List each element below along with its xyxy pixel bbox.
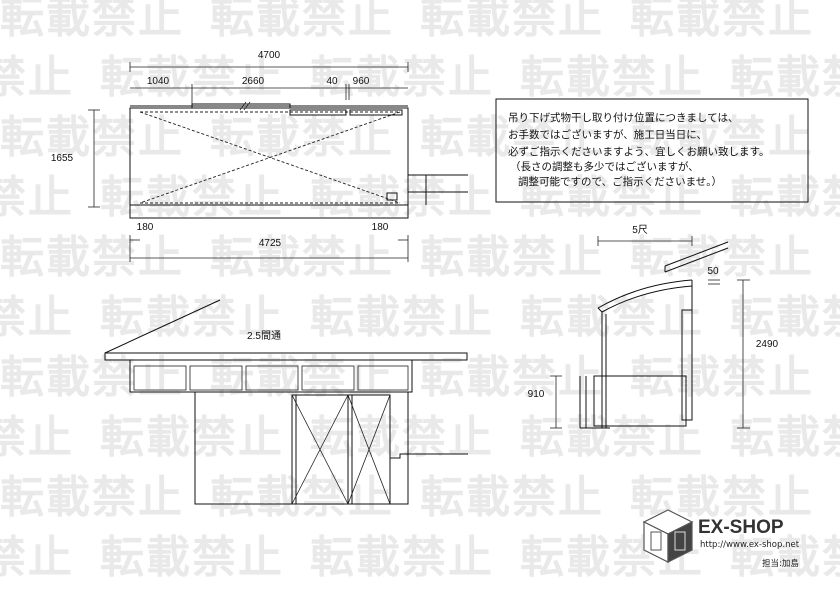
ex-shop-logo-icon <box>642 509 694 563</box>
watermark-text: 転載禁止 <box>210 0 394 43</box>
note-line-1: 吊り下げ式物干し取り付け位置につきましては、 <box>508 111 738 124</box>
sill-label: 910 <box>528 389 545 400</box>
note-line-5: 調整可能ですので、ご指示くださいませ。） <box>518 175 722 188</box>
watermark-text: 転載禁止 <box>0 532 74 583</box>
side-top-label: 5尺 <box>632 224 648 236</box>
watermark-text: 転載禁止 <box>730 532 840 583</box>
left-offset-label: 180 <box>137 222 154 233</box>
post-marker <box>386 192 398 201</box>
watermark-text: 転載禁止 <box>730 52 840 103</box>
watermark-text: 転載禁止 <box>0 52 74 103</box>
watermark-text: 転載禁止 <box>520 52 704 103</box>
watermark-text: 転載禁止 <box>310 292 494 343</box>
watermark-text: 転載禁止 <box>630 352 814 403</box>
overall-width-label: 4700 <box>258 50 281 61</box>
watermark-text: 転載禁止 <box>0 412 74 463</box>
side-view: 5尺 50 2490 910 <box>528 224 779 429</box>
note-line-4: （長さの調整も多少ではございますが、 <box>510 160 699 173</box>
watermark-text: 転載禁止 <box>0 172 74 223</box>
watermark-text: 転載禁止 <box>0 0 184 43</box>
watermark-text: 転載禁止 <box>630 232 814 283</box>
watermark-text: 転載禁止 <box>210 232 394 283</box>
depth-label: 1655 <box>51 153 74 164</box>
watermark-text: 転載禁止 <box>310 172 494 223</box>
watermark-text: 転載禁止 <box>420 232 604 283</box>
watermark-text: 転載禁止 <box>0 292 74 343</box>
watermark-text: 転載禁止 <box>0 472 184 523</box>
watermark-text: 転載禁止 <box>420 472 604 523</box>
front-view: 2.5間通 <box>104 299 468 505</box>
logo-text: EX-SHOP <box>698 517 784 538</box>
watermark-text: 転載禁止 <box>730 292 840 343</box>
watermark-text: 転載禁止 <box>0 232 184 283</box>
segment-2-label: 2660 <box>242 76 265 87</box>
watermark-text: 転載禁止 <box>310 412 494 463</box>
watermark-text: 転載禁止 <box>210 472 394 523</box>
note-line-2: お手数ではございますが、施工日当日に、 <box>508 128 707 141</box>
staff-label: 担当:加島 <box>762 558 799 569</box>
watermark-text: 転載禁止 <box>0 112 184 163</box>
watermark-text: 転載禁止 <box>730 412 840 463</box>
plan-view: 4700 1040 2660 40 960 1655 <box>51 50 468 262</box>
watermark-text: 転載禁止 <box>730 172 840 223</box>
watermark-text: 転載禁止 <box>420 112 604 163</box>
dryer-rail-3 <box>349 109 403 116</box>
watermark-text: 転載禁止 <box>420 0 604 43</box>
watermark-text: 転載禁止 <box>100 532 284 583</box>
branding: EX-SHOP http://www.ex-shop.net 担当:加島 <box>642 509 800 569</box>
segment-1-label: 1040 <box>147 76 170 87</box>
watermark-text: 転載禁止 <box>210 112 394 163</box>
segment-4-label: 960 <box>353 76 370 87</box>
offset-label: 50 <box>707 266 719 277</box>
watermark-text: 転載禁止 <box>100 172 284 223</box>
note-box: 吊り下げ式物干し取り付け位置につきましては、 お手数ではございますが、施工日当日… <box>495 98 809 203</box>
watermark-text: 転載禁止 <box>100 412 284 463</box>
dryer-rail-2 <box>289 109 347 116</box>
watermark-text: 転載禁止 <box>630 112 814 163</box>
watermark-text: 転載禁止 <box>100 52 284 103</box>
watermark-text: 転載禁止 <box>520 412 704 463</box>
note-line-3: 必ずご指示くださいますよう、宜しくお願い致します。 <box>508 145 769 158</box>
watermark-text: 転載禁止 <box>520 292 704 343</box>
watermark-text: 転載禁止 <box>520 172 704 223</box>
site-url: http://www.ex-shop.net <box>700 540 800 550</box>
watermark-text: 転載禁止 <box>310 532 494 583</box>
watermark-text: 転載禁止 <box>310 52 494 103</box>
bottom-width-label: 4725 <box>259 238 282 249</box>
right-offset-label: 180 <box>372 222 389 233</box>
height-label: 2490 <box>756 339 779 350</box>
watermark-text: 転載禁止 <box>100 292 284 343</box>
watermark-text: 転載禁止 <box>630 0 814 43</box>
span-label: 2.5間通 <box>247 330 281 342</box>
segment-3-label: 40 <box>326 76 338 87</box>
